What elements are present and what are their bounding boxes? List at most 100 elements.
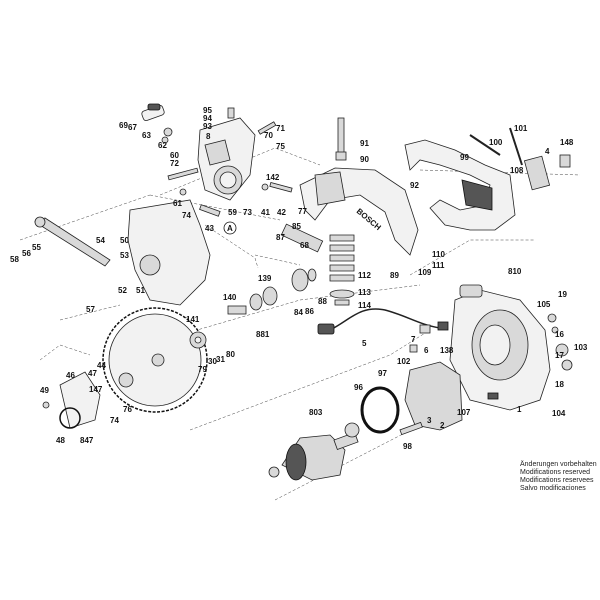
part-label-142: 142	[266, 173, 280, 182]
part-label-91: 91	[360, 139, 369, 148]
part-label-105: 105	[537, 300, 551, 309]
power-cord	[317, 308, 441, 335]
part-label-31-upper: 31	[216, 355, 225, 364]
part-label-44: 44	[97, 361, 106, 370]
part-label-60: 60	[170, 151, 179, 160]
part-label-46: 46	[66, 371, 75, 380]
part-label-77: 77	[298, 207, 307, 216]
part-label-52: 52	[118, 286, 127, 295]
part-label-803: 803	[309, 408, 323, 417]
part-label-114: 114	[358, 301, 371, 310]
part-label-47: 47	[88, 369, 97, 378]
part-label-59: 59	[228, 208, 237, 217]
notice-es: Salvo modificaciones	[520, 485, 586, 492]
part-label-50: 50	[120, 236, 129, 245]
part-label-86: 86	[305, 307, 314, 316]
part-label-4: 4	[545, 147, 550, 156]
part-label-16: 16	[555, 330, 564, 339]
part-label-101: 101	[514, 124, 528, 133]
part-label-108: 108	[510, 166, 524, 175]
part-label-85: 85	[292, 222, 301, 231]
notice-fr: Modifications reservees	[520, 477, 594, 484]
part-label-95: 95	[203, 106, 212, 115]
part-label-58: 58	[10, 255, 19, 264]
part-label-41: 41	[261, 208, 270, 217]
part-label-42: 42	[277, 208, 286, 217]
notice-de: Änderungen vorbehalten	[520, 460, 597, 468]
part-label-71: 71	[276, 124, 285, 133]
motor-housing	[449, 284, 573, 411]
part-label-19: 19	[558, 290, 567, 299]
part-label-98: 98	[403, 442, 412, 451]
part-label-61: 61	[173, 199, 182, 208]
part-label-1: 1	[517, 405, 522, 414]
part-label-63: 63	[142, 131, 151, 140]
part-label-72: 72	[170, 159, 179, 168]
part-label-62: 62	[158, 141, 167, 150]
motor-stator	[360, 361, 499, 436]
brand-logo-text: BOSCH	[355, 207, 383, 233]
part-label-49: 49	[40, 386, 49, 395]
upper-blade-guard: BOSCH	[299, 117, 419, 256]
modification-notice: Änderungen vorbehalten Modifications res…	[520, 460, 597, 492]
part-label-110: 110	[432, 250, 445, 259]
motor-armature	[268, 422, 360, 481]
part-label-48: 48	[56, 436, 65, 445]
small-parts	[409, 127, 571, 353]
guard-lever	[34, 216, 111, 267]
part-label-97: 97	[378, 369, 387, 378]
part-label-43: 43	[205, 224, 214, 233]
part-label-810: 810	[508, 267, 522, 276]
part-label-138: 138	[440, 346, 454, 355]
part-label-111: 111	[432, 261, 445, 270]
part-label-93: 93	[203, 122, 212, 131]
part-label-89: 89	[390, 271, 399, 280]
part-label-3: 3	[427, 416, 432, 425]
part-label-92: 92	[410, 181, 419, 190]
part-label-18: 18	[555, 380, 564, 389]
part-label-30: 30	[208, 357, 217, 366]
part-label-76: 76	[123, 405, 132, 414]
part-label-847: 847	[80, 436, 94, 445]
part-label-5: 5	[362, 339, 367, 348]
part-label-99: 99	[460, 153, 469, 162]
part-label-7: 7	[411, 335, 416, 344]
part-label-75: 75	[276, 142, 285, 151]
part-label-90: 90	[360, 155, 369, 164]
part-label-100: 100	[489, 138, 503, 147]
spring-assembly	[280, 223, 355, 306]
part-label-141: 141	[186, 315, 200, 324]
lower-blade-guard	[127, 199, 211, 306]
part-label-113: 113	[358, 288, 371, 297]
callout-circle-a	[223, 221, 237, 235]
motor-bracket-assembly	[141, 103, 293, 217]
part-label-112: 112	[358, 271, 371, 280]
part-labels: 69 67 63 62 60 72 95 94 93 8 70 71 75 91…	[10, 106, 588, 451]
part-label-73: 73	[243, 208, 252, 217]
arbor-parts	[118, 286, 278, 388]
saw-handle	[404, 139, 516, 231]
part-label-57: 57	[86, 305, 95, 314]
part-label-140: 140	[223, 293, 237, 302]
part-label-87: 87	[276, 233, 285, 242]
part-label-148: 148	[560, 138, 574, 147]
part-label-109: 109	[418, 268, 432, 277]
part-label-68: 68	[300, 241, 309, 250]
part-label-84: 84	[294, 308, 303, 317]
part-label-881: 881	[256, 330, 270, 339]
callout-label-a: A	[227, 224, 233, 233]
part-label-6: 6	[424, 346, 429, 355]
part-label-74: 74	[110, 416, 119, 425]
part-label-67: 67	[128, 123, 137, 132]
notice-en: Modifications reserved	[520, 469, 590, 476]
part-label-79: 79	[198, 365, 207, 374]
part-label-70: 70	[264, 131, 273, 140]
part-label-51: 51	[136, 286, 145, 295]
part-label-102: 102	[397, 357, 411, 366]
part-label-88: 88	[318, 297, 327, 306]
flange-plate	[42, 371, 101, 429]
part-label-69: 69	[119, 121, 128, 130]
part-label-96: 96	[354, 383, 363, 392]
